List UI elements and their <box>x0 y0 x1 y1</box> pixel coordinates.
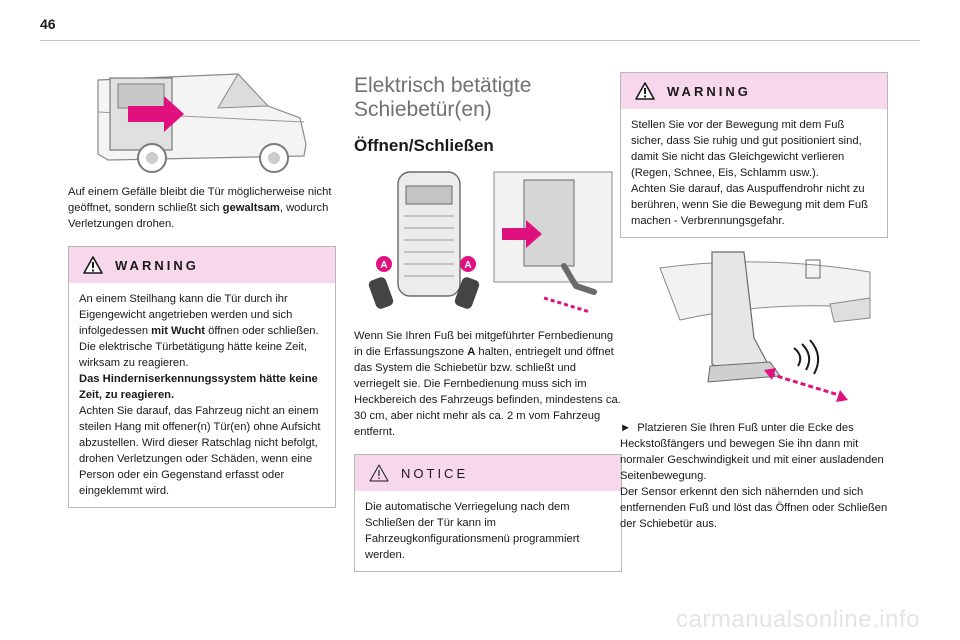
warning-line-4: Achten Sie darauf, das Fahrzeug nicht an… <box>79 405 321 497</box>
zone-label-right: A <box>464 260 471 271</box>
body-paragraph: Wenn Sie Ihren Fuß bei mitgeführter Fern… <box>354 330 621 438</box>
section-title: Elektrisch betätigte Schiebetür(en) <box>354 74 532 121</box>
van-door-illustration <box>97 73 307 173</box>
warning-box: WARNING An einem Steilhang kann die Tür … <box>68 246 336 508</box>
footer-watermark: carmanualsonline.info <box>676 606 920 633</box>
warning-title: WARNING <box>115 257 199 273</box>
foot-sensor-illustration <box>659 251 871 402</box>
notice-title: NOTICE <box>401 465 469 481</box>
warning-header: WARNING <box>69 247 335 283</box>
column-left: Auf einem Gefälle bleibt die Tür möglich… <box>68 56 336 508</box>
warning-box-2: WARNING Stellen Sie vor der Bewegung mit… <box>620 72 888 238</box>
warning-2-line-2: Achten Sie darauf, das Auspuffendrohr ni… <box>631 183 868 227</box>
notice-icon <box>369 464 389 482</box>
warning-icon <box>83 256 103 274</box>
warning-line-3: Das Hinderniserkennungssystem hätte kein… <box>79 373 318 401</box>
step-marker: ► <box>620 422 632 434</box>
warning-title-2: WARNING <box>667 83 751 99</box>
zone-marker-right <box>460 256 476 272</box>
notice-text: Die automatische Verriegelung nach dem S… <box>365 501 580 561</box>
warning-body-2: Stellen Sie vor der Bewegung mit dem Fuß… <box>621 109 887 237</box>
page-number: 46 <box>40 16 56 32</box>
header-rule <box>40 40 920 41</box>
zone-label-left: A <box>380 260 387 271</box>
step-1: ► Platzieren Sie Ihren Fuß unter die Eck… <box>620 422 884 482</box>
zone-marker-left <box>376 256 392 272</box>
column-right: WARNING Stellen Sie vor der Bewegung mit… <box>620 72 888 532</box>
warning-2-line-1: Stellen Sie vor der Bewegung mit dem Fuß… <box>631 119 862 179</box>
warning-header-2: WARNING <box>621 73 887 109</box>
notice-header: NOTICE <box>355 455 621 491</box>
notice-box: NOTICE Die automatische Verriegelung nac… <box>354 454 622 572</box>
warning-line-2: Die elektrische Türbetätigung hätte kein… <box>79 341 308 369</box>
column-middle: Elektrisch betätigte Schiebetür(en) Öffn… <box>354 74 622 572</box>
notice-body: Die automatische Verriegelung nach dem S… <box>355 491 621 571</box>
zone-illustration: A A <box>368 171 613 314</box>
step-2: Der Sensor erkennt den sich nähernden un… <box>620 486 888 530</box>
warning-line-1: An einem Steilhang kann die Tür durch ih… <box>79 293 319 337</box>
section-subtitle: Öffnen/Schließen <box>354 136 494 155</box>
warning-icon <box>635 82 655 100</box>
intro-paragraph: Auf einem Gefälle bleibt die Tür möglich… <box>68 186 332 230</box>
warning-body: An einem Steilhang kann die Tür durch ih… <box>69 283 335 507</box>
